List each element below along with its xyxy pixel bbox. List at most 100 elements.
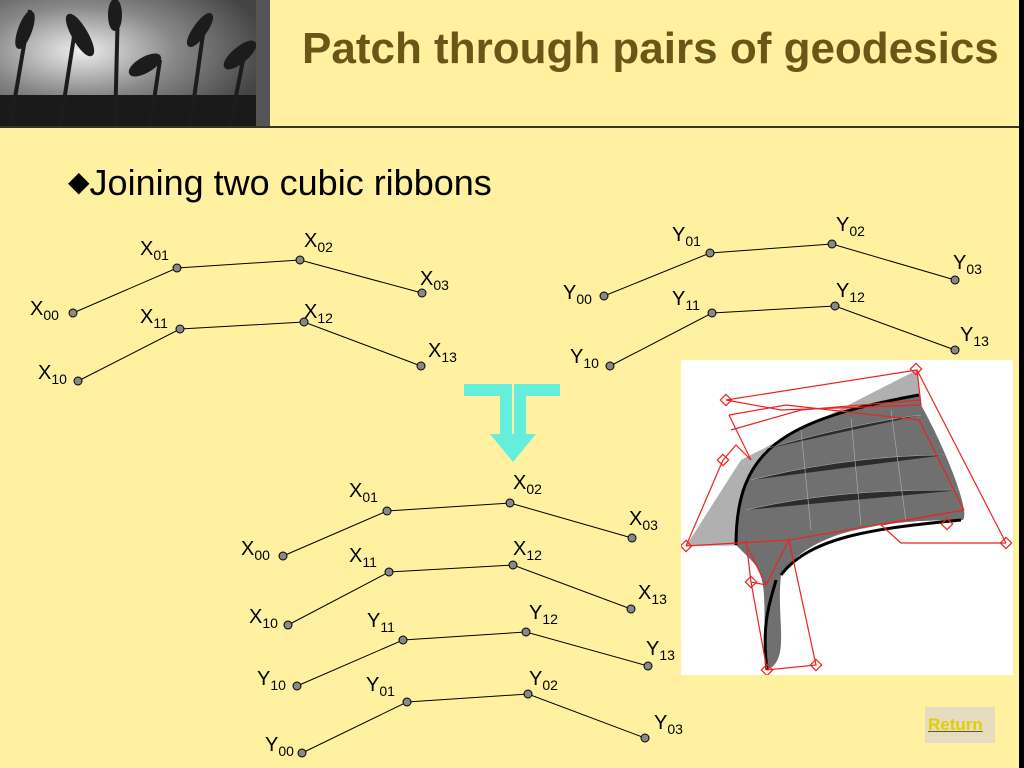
control-point xyxy=(416,361,426,371)
control-point xyxy=(627,533,637,543)
label-subscript: 10 xyxy=(270,677,286,693)
header-divider xyxy=(0,126,1024,128)
label-subscript: 12 xyxy=(526,547,542,563)
label-letter: Y xyxy=(836,280,850,302)
label-subscript: 01 xyxy=(362,489,378,505)
slide-title: Patch through pairs of geodesics xyxy=(302,24,999,73)
label-letter: Y xyxy=(367,610,381,632)
return-label[interactable]: Return xyxy=(928,715,983,734)
control-point-label: X01 xyxy=(349,480,378,505)
joined-control-polygon xyxy=(301,693,646,754)
control-point-label: Y03 xyxy=(953,252,982,277)
label-subscript: 00 xyxy=(576,291,592,307)
label-subscript: 10 xyxy=(262,615,278,631)
label-letter: Y xyxy=(654,712,668,734)
label-subscript: 01 xyxy=(685,233,701,249)
control-point xyxy=(827,239,837,249)
control-point-label: Y10 xyxy=(257,668,286,693)
label-letter: Y xyxy=(953,252,967,274)
label-letter: Y xyxy=(960,324,974,346)
control-point-label: X13 xyxy=(428,340,457,365)
bullet-item: ◆Joining two cubic ribbons xyxy=(68,162,492,204)
label-subscript: 03 xyxy=(966,261,982,277)
label-subscript: 11 xyxy=(685,297,700,313)
control-point-label: X11 xyxy=(140,306,168,331)
label-letter: X xyxy=(304,301,318,323)
label-subscript: 01 xyxy=(153,247,169,263)
label-letter: X xyxy=(629,508,643,530)
joined-control-polygon xyxy=(296,631,649,687)
control-point xyxy=(626,604,636,614)
label-letter: Y xyxy=(672,224,686,246)
control-point-label: Y00 xyxy=(265,734,294,759)
control-point xyxy=(283,620,293,630)
control-point xyxy=(950,275,960,285)
control-point-label: X00 xyxy=(241,538,270,563)
control-point xyxy=(398,635,408,645)
label-subscript: 13 xyxy=(659,647,675,663)
label-letter: Y xyxy=(529,668,543,690)
label-subscript: 11 xyxy=(362,554,377,570)
label-letter: X xyxy=(38,362,52,384)
control-point xyxy=(295,255,305,265)
diamond-bullet-icon: ◆ xyxy=(68,166,90,197)
control-point xyxy=(643,661,653,671)
label-letter: X xyxy=(513,538,527,560)
control-point xyxy=(508,560,518,570)
label-letter: X xyxy=(140,238,154,260)
control-point-label: Y02 xyxy=(836,214,865,239)
control-point xyxy=(297,748,307,758)
right-edge-bar xyxy=(1019,0,1024,768)
label-letter: X xyxy=(638,582,652,604)
join-arrow-icon xyxy=(464,384,560,462)
control-point-label: X13 xyxy=(638,582,667,607)
label-letter: Y xyxy=(672,288,686,310)
control-point-label: X01 xyxy=(140,238,169,263)
return-button[interactable]: Return xyxy=(925,707,995,743)
control-point-label: X11 xyxy=(349,545,377,570)
label-subscript: 02 xyxy=(317,239,333,255)
control-point xyxy=(417,288,427,298)
x_ribbon-control-polygon xyxy=(72,259,423,314)
label-letter: X xyxy=(349,545,363,567)
control-point-label: Y11 xyxy=(672,288,700,313)
control-point xyxy=(382,506,392,516)
label-letter: X xyxy=(140,306,154,328)
control-point xyxy=(950,345,960,355)
label-subscript: 02 xyxy=(849,223,865,239)
control-point xyxy=(68,308,78,318)
label-letter: X xyxy=(420,268,434,290)
label-letter: X xyxy=(249,606,263,628)
label-letter: X xyxy=(349,480,363,502)
joined-control-polygon xyxy=(287,564,632,626)
label-subscript: 03 xyxy=(642,517,658,533)
label-subscript: 02 xyxy=(526,481,542,497)
label-subscript: 01 xyxy=(379,683,395,699)
control-point-label: Y02 xyxy=(529,668,558,693)
label-subscript: 02 xyxy=(542,677,558,693)
control-point-label: X10 xyxy=(38,362,67,387)
patch-render-image xyxy=(679,360,1013,677)
label-letter: X xyxy=(304,230,318,252)
label-subscript: 10 xyxy=(51,371,67,387)
control-point-label: X10 xyxy=(249,606,278,631)
control-point-label: X03 xyxy=(420,268,449,293)
control-point xyxy=(402,697,412,707)
control-point xyxy=(299,317,309,327)
label-letter: X xyxy=(428,340,442,362)
control-point xyxy=(705,248,715,258)
control-point xyxy=(605,361,615,371)
control-point-label: Y11 xyxy=(367,610,395,635)
label-subscript: 00 xyxy=(278,743,294,759)
label-letter: Y xyxy=(529,602,543,624)
control-point-label: Y03 xyxy=(654,712,683,737)
control-point xyxy=(830,301,840,311)
label-letter: X xyxy=(30,298,44,320)
y_ribbon-control-polygon xyxy=(609,305,956,367)
label-letter: Y xyxy=(265,734,279,756)
control-point xyxy=(73,376,83,386)
control-point xyxy=(384,567,394,577)
control-point-label: X02 xyxy=(513,472,542,497)
control-point-label: Y12 xyxy=(529,602,558,627)
